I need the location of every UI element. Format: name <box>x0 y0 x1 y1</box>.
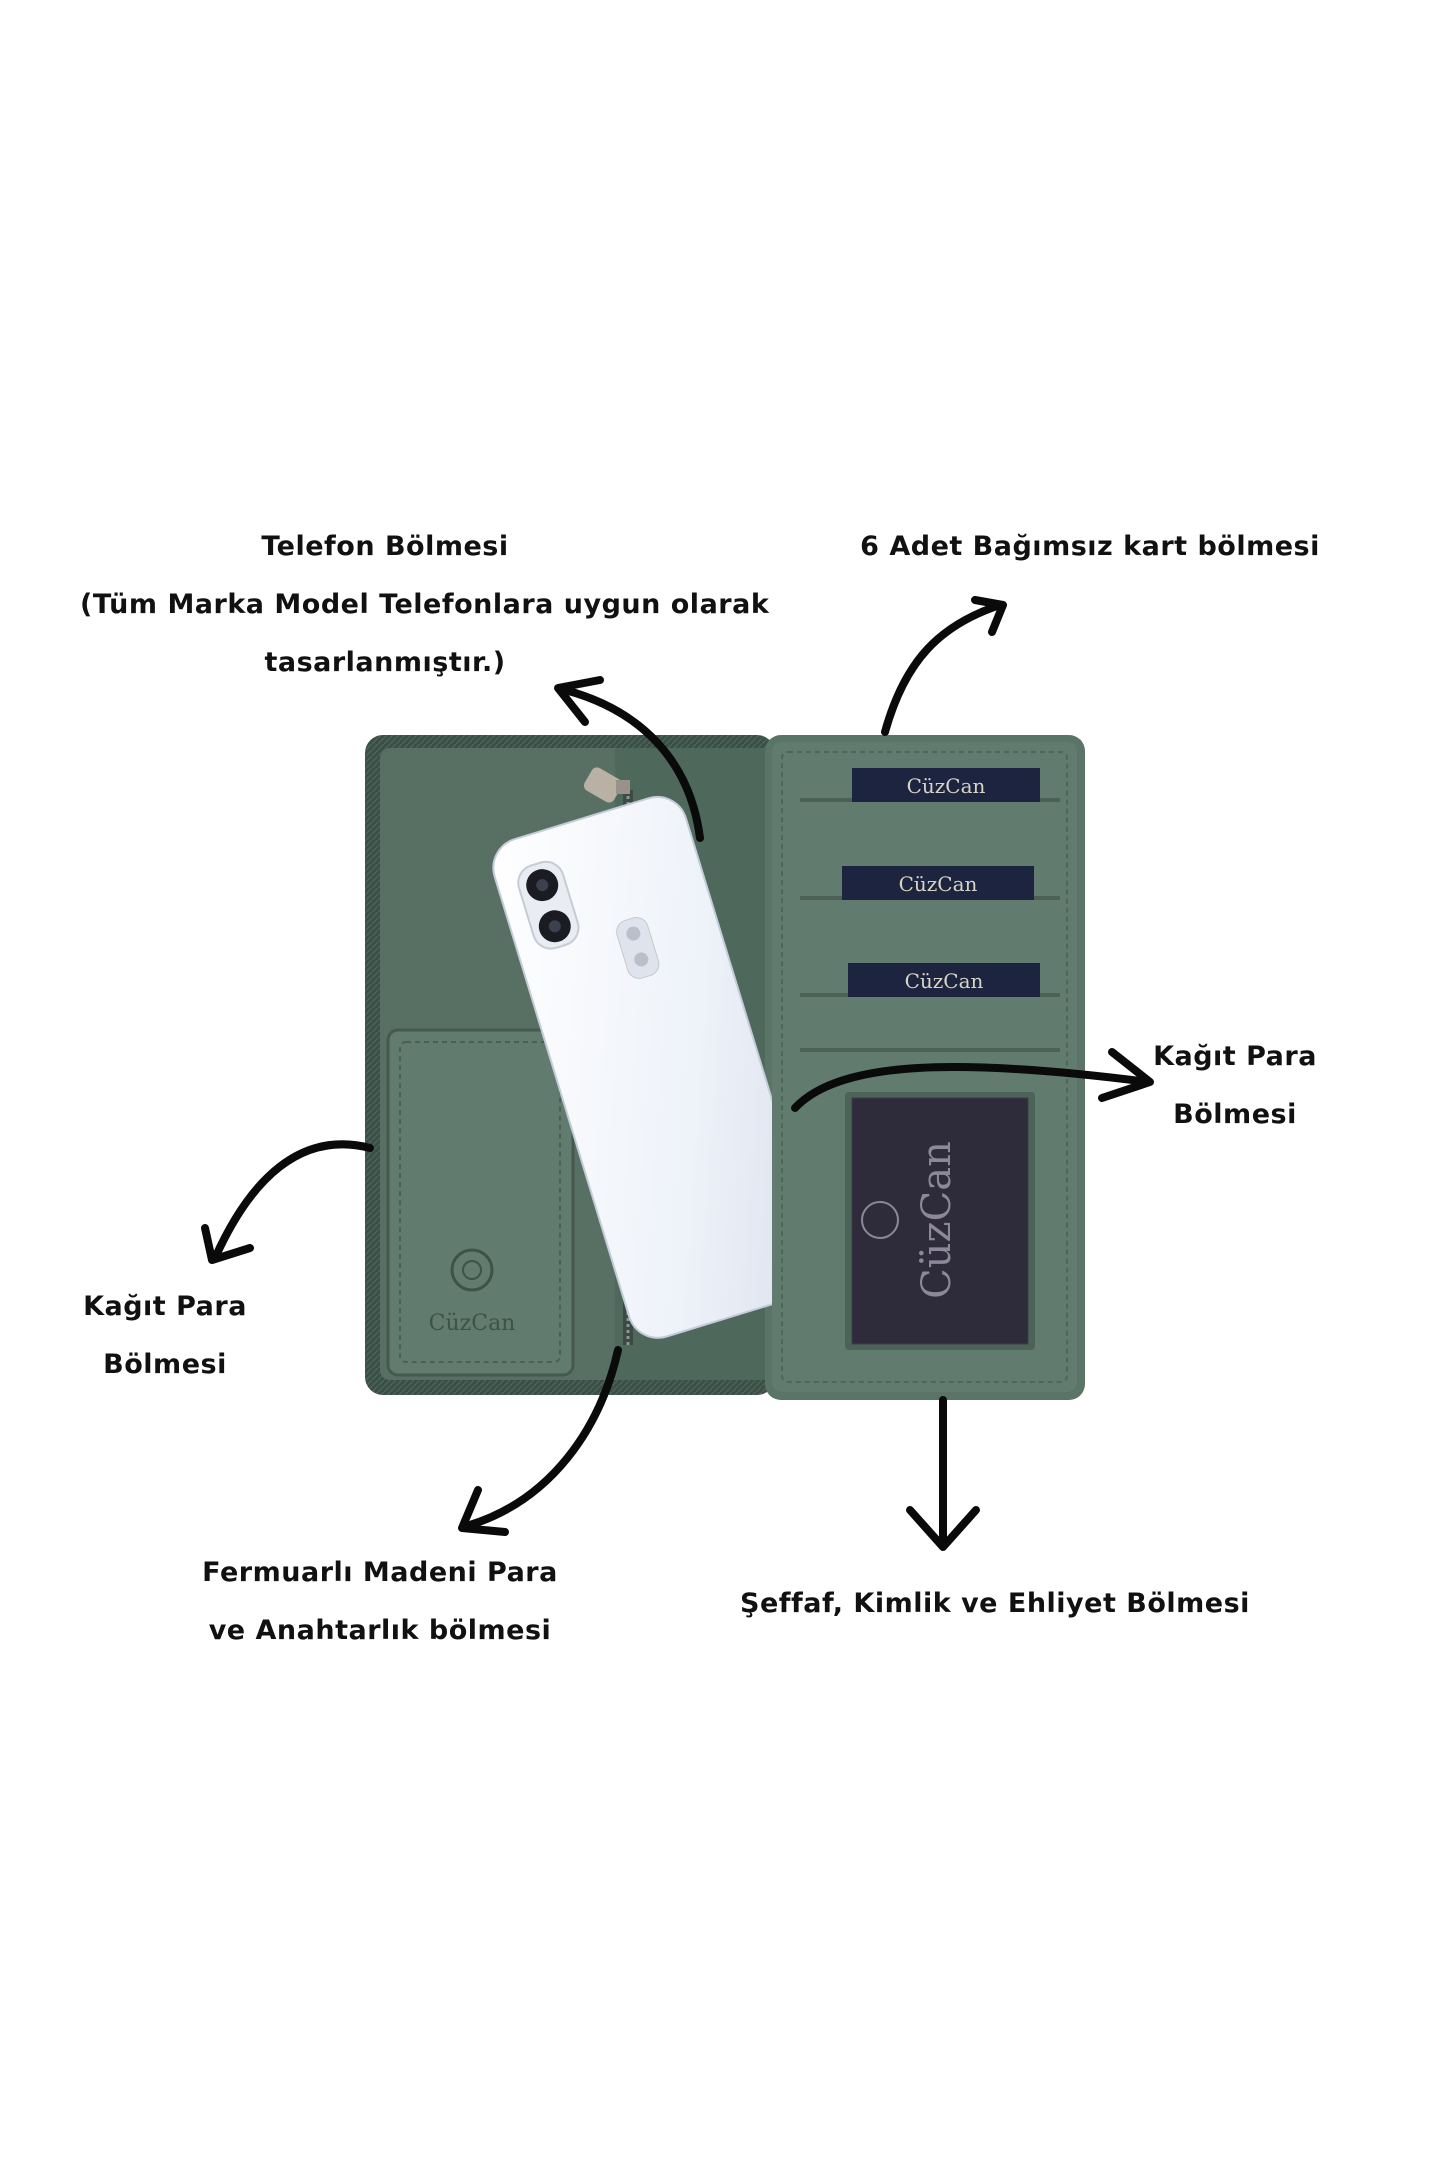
label-line: Fermuarlı Madeni Para <box>202 1557 558 1588</box>
left-bill-pocket <box>386 1028 575 1377</box>
label-line: tasarlanmıştır.) <box>264 647 506 678</box>
label-zip-coin-compartment: Fermuarlı Madeni Para ve Anahtarlık bölm… <box>200 1544 560 1660</box>
svg-text:CüzCan: CüzCan <box>907 774 986 798</box>
card-slot <box>842 866 1034 900</box>
svg-text:CüzCan: CüzCan <box>899 872 978 896</box>
arrow-phone <box>554 676 704 842</box>
annotation-arrows <box>201 596 1154 1551</box>
card-slot <box>848 963 1040 997</box>
arrow-zip <box>458 1346 622 1536</box>
arrow-cards <box>881 596 1007 736</box>
label-bill-compartment-left: Kağıt Para Bölmesi <box>70 1278 260 1394</box>
label-line: 6 Adet Bağımsız kart bölmesi <box>860 531 1320 562</box>
arrow-bills-right <box>791 1048 1154 1112</box>
label-line: ve Anahtarlık bölmesi <box>208 1615 552 1646</box>
label-id-window: Şeffaf, Kimlik ve Ehliyet Bölmesi <box>740 1575 1250 1633</box>
label-card-slots: 6 Adet Bağımsız kart bölmesi <box>860 518 1320 576</box>
zipper-pull <box>583 767 630 803</box>
label-line: Kağıt Para <box>83 1291 247 1322</box>
label-line: Kağıt Para <box>1153 1041 1317 1072</box>
label-line: Bölmesi <box>1173 1099 1297 1130</box>
label-bill-compartment-right: Kağıt Para Bölmesi <box>1140 1028 1330 1144</box>
svg-text:CüzCan: CüzCan <box>914 1141 960 1299</box>
label-line: Bölmesi <box>103 1349 227 1380</box>
arrow-id <box>906 1396 980 1551</box>
id-window: CüzCan <box>845 1092 1035 1350</box>
label-line: Telefon Bölmesi <box>261 531 509 562</box>
left-panel-logo: CüzCan <box>429 1248 516 1336</box>
label-phone-compartment: Telefon Bölmesi (Tüm Marka Model Telefon… <box>80 518 770 692</box>
label-line: (Tüm Marka Model Telefonlara uygun olara… <box>80 589 770 620</box>
card-slot <box>852 768 1040 802</box>
arrow-bills-left <box>201 1140 374 1264</box>
svg-text:CüzCan: CüzCan <box>905 969 984 993</box>
svg-text:CüzCan: CüzCan <box>429 1311 516 1336</box>
card-slots: CüzCan CüzCan CüzCan <box>800 768 1060 1052</box>
label-line: Şeffaf, Kimlik ve Ehliyet Bölmesi <box>740 1588 1250 1619</box>
phone <box>492 795 823 1339</box>
